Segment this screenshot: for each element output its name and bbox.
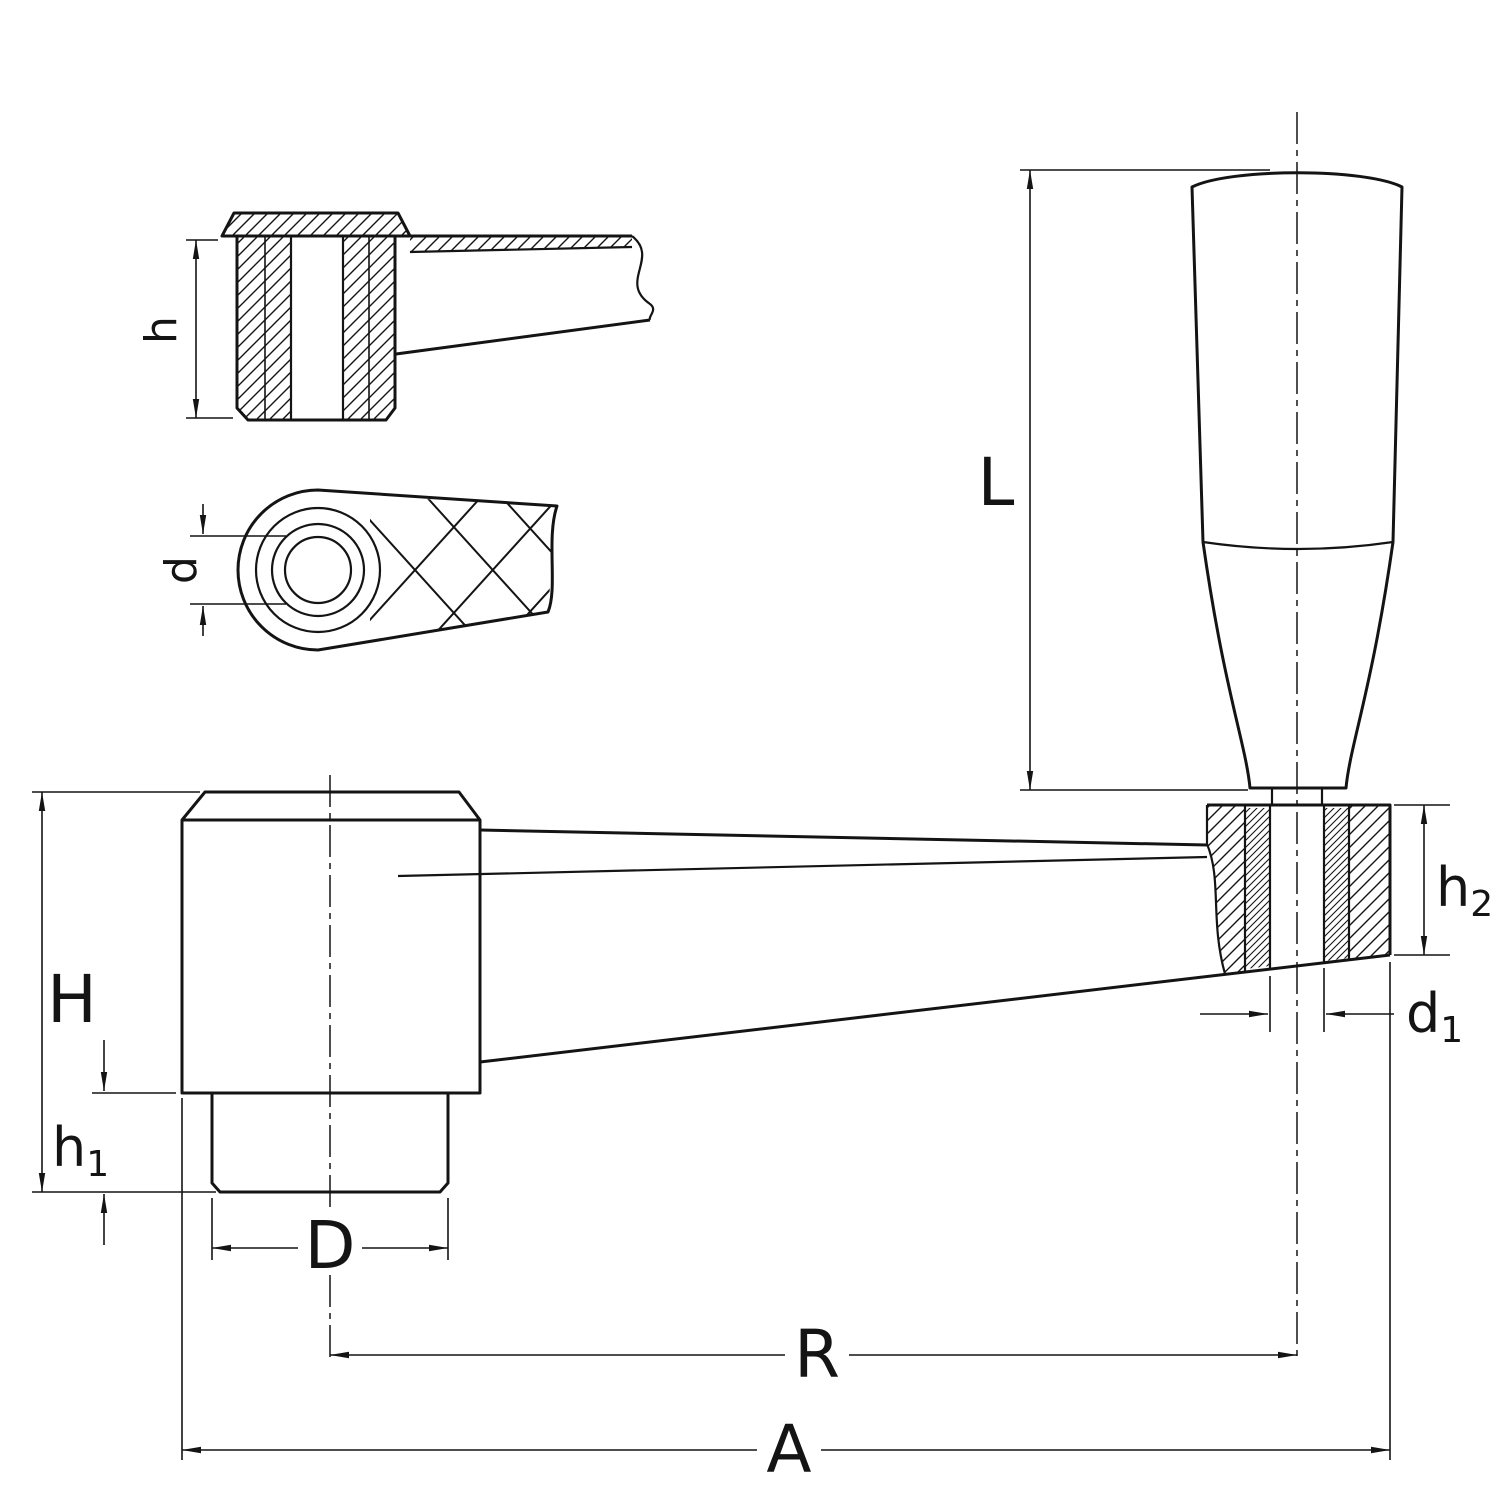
dim-L-extension-lines	[1020, 169, 1270, 791]
grip-outline	[1190, 171, 1404, 790]
dim-label-d: d	[156, 556, 207, 584]
dim-D-label-mask	[298, 1213, 362, 1275]
dimension-H: H	[32, 791, 216, 1193]
dimension-d1: d1	[1200, 968, 1463, 1051]
hub-bore-edges	[289, 236, 345, 420]
section-view-hub	[220, 211, 655, 422]
arm-top-edge	[479, 828, 1208, 847]
hub-sleeve-lines	[264, 236, 370, 420]
dim-R-label-mask	[785, 1322, 849, 1384]
hub-body	[180, 820, 482, 1095]
dim-label-A: A	[766, 1411, 811, 1488]
arm-bottom-edge	[479, 953, 1391, 1064]
dimension-h2: h2	[1394, 804, 1493, 956]
dim-H-extension-lines	[32, 791, 216, 1193]
hub-left-wall-hatch	[237, 236, 291, 420]
dimension-L: L	[978, 169, 1270, 791]
dimension-d: d	[156, 504, 286, 636]
boss-insert-right-hatch	[1324, 808, 1349, 961]
grip-neck-lines	[1270, 788, 1324, 805]
hub-bore-circle	[283, 535, 353, 605]
dimension-R: R	[329, 1316, 1298, 1393]
top-view-outline	[236, 488, 559, 652]
boss-outline	[1207, 803, 1392, 955]
dim-label-h: h	[136, 316, 187, 344]
boss-blend-curve	[1205, 805, 1227, 975]
boss-section-hatch	[1207, 805, 1390, 974]
dimension-A: A	[181, 962, 1391, 1488]
hub-lower-boss	[210, 1093, 450, 1194]
dim-label-L: L	[978, 444, 1015, 521]
top-view-hub	[236, 488, 559, 652]
dim-label-h1: h1	[52, 1116, 109, 1185]
arm-bottom-edge-section	[395, 318, 651, 356]
hub-middle-circle	[270, 522, 366, 618]
boss-insert-left-hatch	[1245, 808, 1270, 969]
dimension-h1: h1	[52, 1040, 176, 1245]
dim-label-R: R	[794, 1316, 840, 1393]
boss-bore-lines	[1243, 805, 1351, 972]
grip-junction-line	[1202, 540, 1394, 551]
dim-d1-extension-lines	[1269, 968, 1325, 1032]
arm-web-line	[397, 855, 1208, 878]
dimension-h: h	[136, 239, 233, 419]
dim-A-extension-lines	[181, 962, 1391, 1460]
handle-grip	[1190, 171, 1404, 805]
dim-label-h2: h2	[1436, 856, 1493, 925]
arm-break-line	[631, 235, 655, 321]
main-view-crank	[180, 790, 1392, 1194]
dim-A-label-mask	[757, 1417, 821, 1479]
hub-body-outline	[235, 236, 397, 422]
dim-label-d1: d1	[1406, 982, 1463, 1051]
hub-outer-circle	[254, 506, 382, 634]
arm-lattice-ribs	[370, 496, 556, 642]
dim-d-extension-lines	[190, 535, 286, 605]
dim-label-H: H	[47, 961, 97, 1038]
hub-cap-hatch	[222, 213, 410, 236]
dimension-D: D	[211, 1198, 449, 1284]
arm-band-lower-line	[409, 245, 633, 254]
dim-label-D: D	[305, 1207, 356, 1284]
